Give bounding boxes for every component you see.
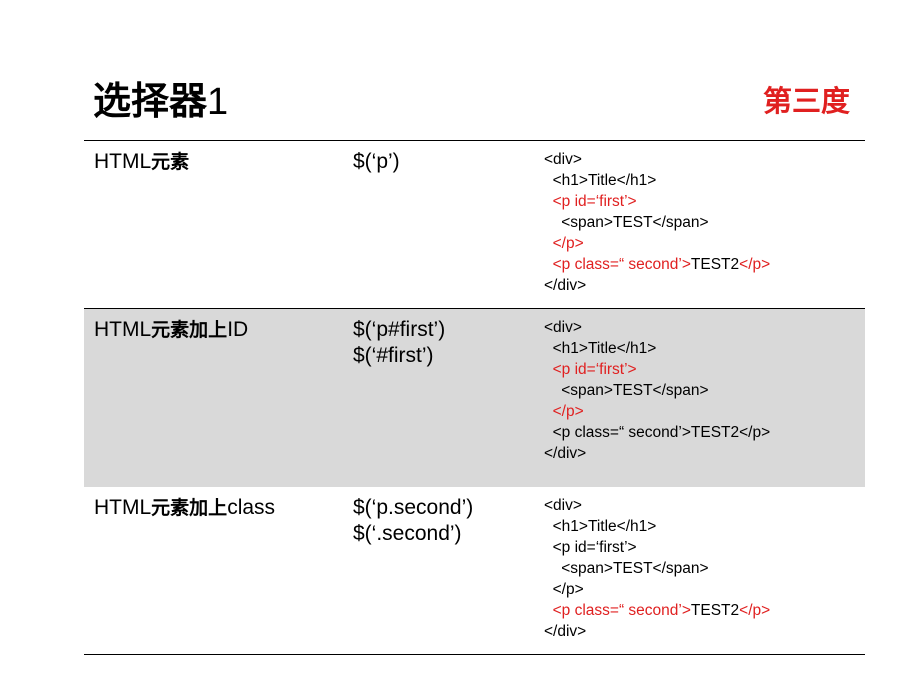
selector-expression: $(‘.second’) [353, 522, 462, 545]
selector-expression: $(‘p.second’) [353, 496, 474, 519]
brand-label: 第三度 [762, 84, 850, 118]
table-row-class: HTML元素加上class $(‘p.second’) $(‘.second’)… [84, 487, 865, 654]
row-name-zh: 元素加上 [151, 319, 228, 341]
code-line-highlight: <p id=‘first’> [544, 361, 637, 378]
table-rule-bottom [84, 654, 865, 655]
selector-table: HTML元素 $(‘p’) <div> <h1>Title</h1> <p id… [84, 140, 865, 655]
code-line-highlight: </p> [544, 235, 584, 252]
code-line: <div> [544, 151, 582, 168]
row-name-zh: 元素 [151, 151, 190, 173]
row-name-suffix: class [227, 496, 276, 519]
code-line: <div> [544, 319, 582, 336]
table-rule [84, 308, 865, 309]
selector-expression: $(‘p’) [353, 150, 400, 173]
code-sample: <div> <h1>Title</h1> <p id=‘first’> <spa… [544, 495, 770, 642]
code-line: <h1>Title</h1> [544, 340, 657, 357]
table-rule-top [84, 140, 865, 141]
slide-title-number: 1 [207, 81, 229, 123]
slide-title: 选择器1 [93, 76, 228, 127]
row-selectors: $(‘p#first’) $(‘#first’) [353, 317, 445, 369]
code-line: <div> [544, 497, 582, 514]
code-line-highlight: <p id=‘first’> [544, 193, 637, 210]
code-line: <span>TEST</span> [544, 560, 709, 577]
selector-expression: $(‘p#first’) [353, 318, 446, 341]
table-row-element: HTML元素 $(‘p’) <div> <h1>Title</h1> <p id… [84, 141, 865, 308]
row-name-zh: 元素加上 [151, 497, 228, 519]
row-name-en: HTML [94, 318, 152, 341]
code-line: </div> [544, 623, 587, 640]
code-line-highlight: </p> [544, 403, 584, 420]
code-line: <span>TEST</span> [544, 382, 709, 399]
code-line: </div> [544, 445, 587, 462]
row-name-en: HTML [94, 496, 152, 519]
code-line: <p class=“ second’>TEST2</p> [544, 424, 771, 441]
row-name-en: HTML [94, 150, 152, 173]
code-sample: <div> <h1>Title</h1> <p id=‘first’> <spa… [544, 149, 770, 296]
table-row-id: HTML元素加上ID $(‘p#first’) $(‘#first’) <div… [84, 309, 865, 487]
row-name: HTML元素 [94, 149, 189, 175]
code-line: <h1>Title</h1> [544, 518, 657, 535]
code-line: <p id=‘first’> [544, 539, 637, 556]
row-name: HTML元素加上ID [94, 317, 248, 343]
row-selectors: $(‘p.second’) $(‘.second’) [353, 495, 473, 547]
code-line-mixed: <p class=“ second’>TEST2</p> [544, 256, 771, 273]
row-selectors: $(‘p’) [353, 149, 400, 175]
code-line: </div> [544, 277, 587, 294]
code-line: </p> [544, 581, 584, 598]
slide-title-text: 选择器 [93, 79, 208, 123]
code-line: <span>TEST</span> [544, 214, 709, 231]
code-line: <h1>Title</h1> [544, 172, 657, 189]
code-sample: <div> <h1>Title</h1> <p id=‘first’> <spa… [544, 317, 770, 464]
row-name-suffix: ID [227, 318, 249, 341]
code-line-mixed: <p class=“ second’>TEST2</p> [544, 602, 771, 619]
row-name: HTML元素加上class [94, 495, 275, 521]
selector-expression: $(‘#first’) [353, 344, 434, 367]
